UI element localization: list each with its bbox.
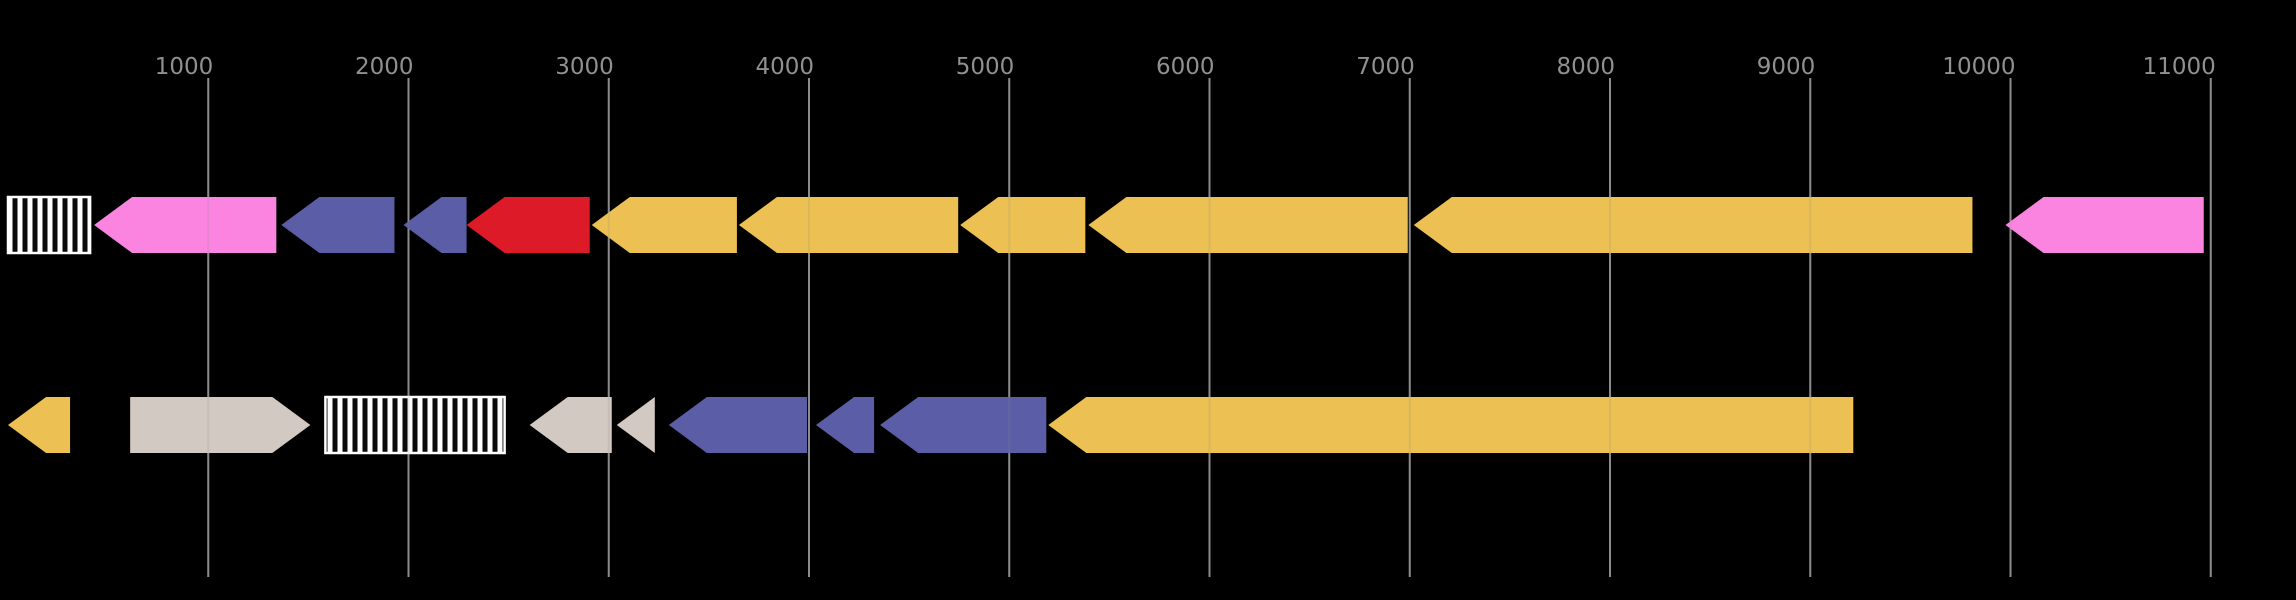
gene-arrow-track-2-7-slate: [816, 397, 875, 453]
gene-arrow-track-2-2-taupe: [130, 397, 311, 453]
tick-label-1000: 1000: [155, 54, 214, 80]
gene-arrow-track-2-9-gold: [1048, 397, 1854, 453]
tick-label-5000: 5000: [956, 54, 1015, 80]
gene-arrow-track-1-9-gold: [1088, 197, 1408, 253]
tick-label-10000: 10000: [1942, 54, 2015, 80]
hatched-region-track-2-3: [324, 395, 506, 455]
tick-label-11000: 11000: [2143, 54, 2216, 80]
gene-arrow-track-1-2-pink: [94, 197, 277, 253]
tick-label-3000: 3000: [555, 54, 614, 80]
tick-label-9000: 9000: [1757, 54, 1816, 80]
tick-label-8000: 8000: [1556, 54, 1615, 80]
tick-label-6000: 6000: [1156, 54, 1215, 80]
gene-arrow-track-2-1-gold: [8, 397, 71, 453]
gene-arrow-track-1-5-red: [466, 197, 590, 253]
tick-label-7000: 7000: [1356, 54, 1415, 80]
gene-arrow-track-2-6-slate: [668, 397, 807, 453]
gene-arrow-track-1-7-gold: [738, 197, 959, 253]
gene-arrow-track-1-3-slate: [281, 197, 395, 253]
gene-arrow-track-1-10-gold: [1413, 197, 1973, 253]
gene-arrow-track-1-8-gold: [960, 197, 1086, 253]
gene-arrow-track-2-8-slate: [880, 397, 1047, 453]
gene-arrow-track-1-6-gold: [591, 197, 737, 253]
gene-arrow-track-2-5-taupe: [616, 397, 655, 453]
gene-arrow-track-1-4-slate: [403, 197, 467, 253]
gene-arrow-track-2-4-taupe: [529, 397, 612, 453]
gene-arrow-track-1-11-pink: [2005, 197, 2204, 253]
hatched-region-track-1-1: [6, 195, 92, 255]
tick-label-4000: 4000: [755, 54, 814, 80]
tick-label-2000: 2000: [355, 54, 414, 80]
